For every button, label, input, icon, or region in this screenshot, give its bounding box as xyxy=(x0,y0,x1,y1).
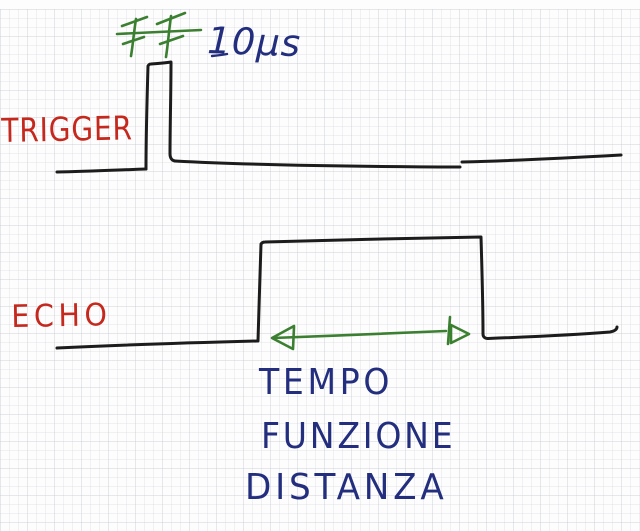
hash-tick-top-2 xyxy=(155,11,187,26)
echo-duration-caption-line2: FUNZIONE xyxy=(261,416,456,457)
echo-duration-caption-line1: TEMPO xyxy=(259,362,394,403)
trigger-pulse xyxy=(144,60,177,171)
hash-tick-top-1 xyxy=(120,15,149,28)
echo-baseline-left xyxy=(55,339,259,350)
hash-tick-bottom-2 xyxy=(158,34,185,46)
trigger-baseline-left xyxy=(55,167,148,174)
pulse-width-label: 10μs xyxy=(206,19,302,66)
echo-duration-arrow xyxy=(270,315,471,351)
trigger-label: TRIGGER xyxy=(1,108,134,150)
arrow-shaft xyxy=(271,329,448,340)
echo-waveform xyxy=(55,235,619,350)
arrow-head-left-icon xyxy=(270,324,296,351)
hash-tick-bottom-1 xyxy=(121,35,146,46)
trigger-baseline-right-b xyxy=(460,153,623,164)
echo-label: ECHO xyxy=(11,297,112,335)
hash-vertical-stroke-1 xyxy=(129,17,138,58)
echo-duration-caption-line3: DISTANZA xyxy=(245,467,448,508)
trigger-baseline-right-a xyxy=(173,159,462,169)
hash-vertical-stroke-2 xyxy=(164,14,173,59)
graph-paper-grid xyxy=(0,9,640,531)
pulse-width-underline xyxy=(210,52,229,58)
arrow-head-right-tail xyxy=(446,315,452,346)
hash-horizontal-stroke xyxy=(115,28,203,36)
echo-pulse xyxy=(256,235,490,343)
arrow-head-right-icon xyxy=(449,323,471,345)
echo-baseline-right xyxy=(486,325,619,340)
pulse-width-hash-marks-icon xyxy=(115,11,203,59)
trigger-waveform xyxy=(55,60,623,174)
